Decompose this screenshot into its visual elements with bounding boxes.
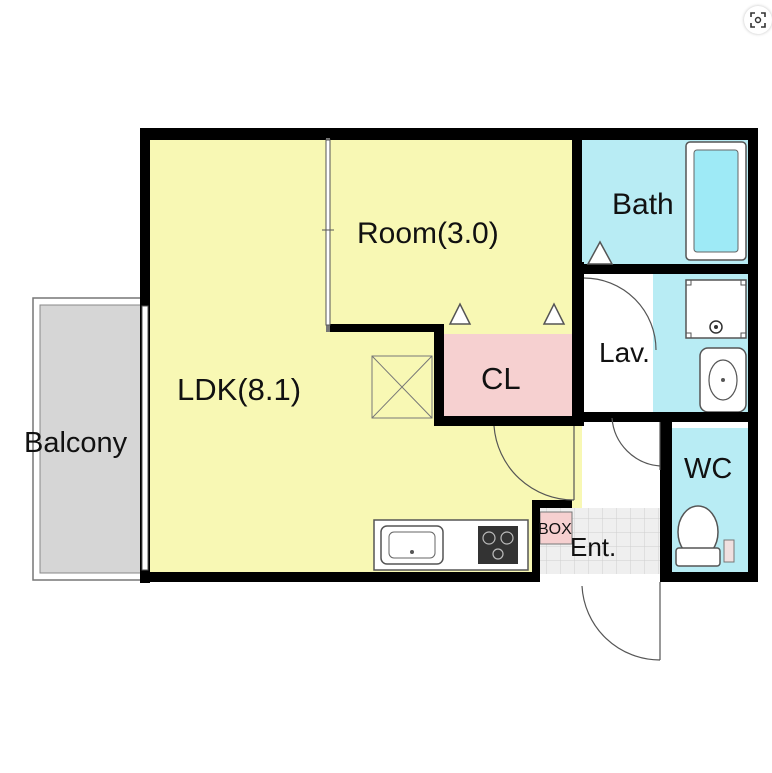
room-label: Room(3.0) xyxy=(357,217,499,250)
bathtub-icon xyxy=(685,141,747,261)
sink-icon xyxy=(380,525,444,565)
closet-door-markers xyxy=(448,240,614,325)
lavatory-label: Lav. xyxy=(599,337,650,368)
balcony-window xyxy=(141,305,149,571)
balcony xyxy=(32,297,146,581)
closet-label: CL xyxy=(481,361,521,396)
bath-label: Bath xyxy=(612,188,674,221)
lavatory-hall xyxy=(581,274,653,418)
washing-machine-icon xyxy=(685,279,747,339)
stove-icon xyxy=(478,526,518,564)
wc-label: WC xyxy=(684,453,732,485)
closet-floor xyxy=(440,334,574,418)
balcony-label: Balcony xyxy=(24,427,128,459)
ldk-label: LDK(8.1) xyxy=(177,372,301,407)
storage-space xyxy=(371,355,433,419)
washbasin-icon xyxy=(699,347,747,413)
door-swings xyxy=(493,277,661,661)
entrance-label: Ent. xyxy=(570,532,616,562)
kitchen-counter xyxy=(373,519,529,571)
shoe-box xyxy=(539,511,573,545)
room-floor xyxy=(330,136,576,329)
scan-icon xyxy=(750,12,766,28)
toilet-icon xyxy=(675,505,735,567)
scan-button[interactable] xyxy=(744,6,772,34)
room-partition xyxy=(325,139,331,326)
box-label: BOX xyxy=(538,521,572,538)
